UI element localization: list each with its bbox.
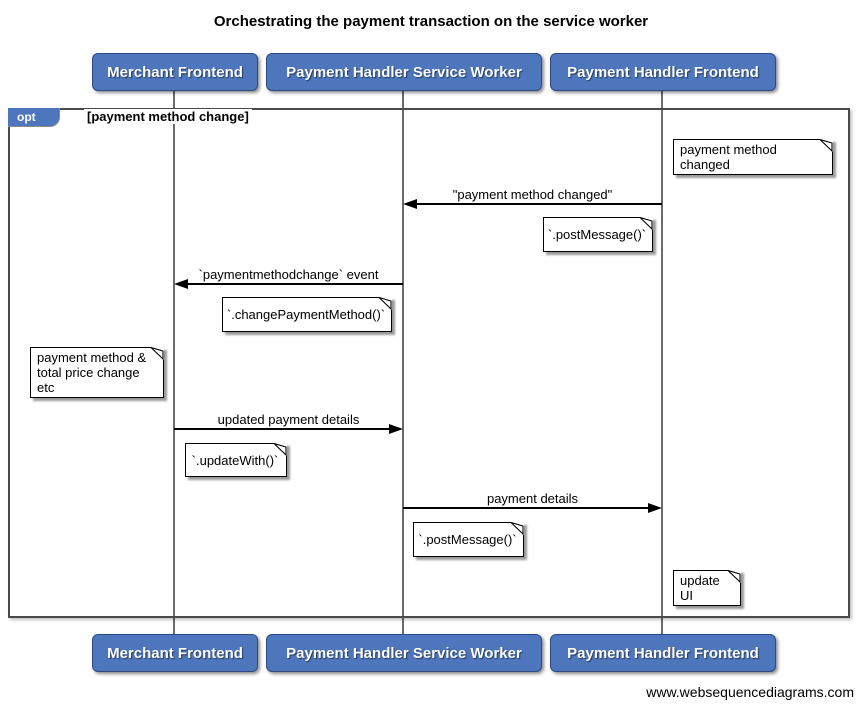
message-label-updated-payment-details: updated payment details <box>217 412 360 427</box>
note-payment-method-changed: payment method changed <box>673 139 833 175</box>
arrowhead-right-icon <box>389 424 403 434</box>
note-fold-icon <box>274 443 287 456</box>
actor-payment-handler-service-worker-bottom: Payment Handler Service Worker <box>266 634 542 672</box>
note-fold-icon <box>511 522 524 535</box>
note-fold-icon <box>151 347 164 360</box>
actor-label: Payment Handler Service Worker <box>286 644 522 662</box>
note-text: `.postMessage()` <box>418 532 517 547</box>
note-text: payment method & total price change etc <box>37 350 147 395</box>
note-text: `.updateWith()` <box>191 452 279 468</box>
message-line <box>416 203 662 205</box>
actor-payment-handler-frontend-bottom: Payment Handler Frontend <box>550 634 776 672</box>
message-label-paymentmethodchange-event: `paymentmethodchange` event <box>198 267 379 282</box>
note-fold-icon <box>379 297 392 310</box>
actor-payment-handler-service-worker-top: Payment Handler Service Worker <box>266 53 542 91</box>
message-line <box>174 428 391 430</box>
actor-label: Merchant Frontend <box>107 63 243 81</box>
message-label-payment-details: payment details <box>486 491 579 506</box>
message-label-payment-method-changed: "payment method changed" <box>452 187 613 202</box>
note-text: update UI <box>680 573 720 603</box>
lifeline-merchant-frontend <box>173 91 175 634</box>
note-update-ui: update UI <box>673 570 741 606</box>
opt-guard-condition: [payment method change] <box>84 109 252 124</box>
arrowhead-left-icon <box>174 279 188 289</box>
note-updatewith: `.updateWith()` <box>185 443 287 477</box>
note-fold-icon <box>728 570 741 583</box>
opt-fragment-frame <box>8 108 850 618</box>
note-text: `.postMessage()` <box>547 227 647 242</box>
actor-label: Payment Handler Service Worker <box>286 63 522 81</box>
note-changepaymentmethod: `.changePaymentMethod()` <box>222 297 392 332</box>
websequencediagrams-credit: www.websequencediagrams.com <box>646 684 854 700</box>
actor-payment-handler-frontend-top: Payment Handler Frontend <box>550 53 776 91</box>
arrowhead-left-icon <box>403 199 417 209</box>
actor-label: Payment Handler Frontend <box>567 644 759 662</box>
note-postmessage-1: `.postMessage()` <box>543 217 653 252</box>
actor-label: Payment Handler Frontend <box>567 63 759 81</box>
note-fold-icon <box>820 139 833 152</box>
actor-merchant-frontend-bottom: Merchant Frontend <box>92 634 258 672</box>
note-fold-icon <box>640 217 653 230</box>
opt-operator-tab: opt <box>8 108 60 127</box>
actor-label: Merchant Frontend <box>107 644 243 662</box>
note-text: `.changePaymentMethod()` <box>226 307 386 322</box>
message-line <box>403 507 650 509</box>
message-line <box>187 283 403 285</box>
lifeline-payment-handler-frontend <box>661 91 663 634</box>
note-postmessage-2: `.postMessage()` <box>413 522 524 557</box>
actor-merchant-frontend-top: Merchant Frontend <box>92 53 258 91</box>
lifeline-payment-handler-service-worker <box>402 91 404 634</box>
note-text: payment method changed <box>680 142 777 172</box>
note-payment-method-total-price: payment method & total price change etc <box>30 347 164 398</box>
arrowhead-right-icon <box>648 503 662 513</box>
diagram-title: Orchestrating the payment transaction on… <box>213 13 649 30</box>
